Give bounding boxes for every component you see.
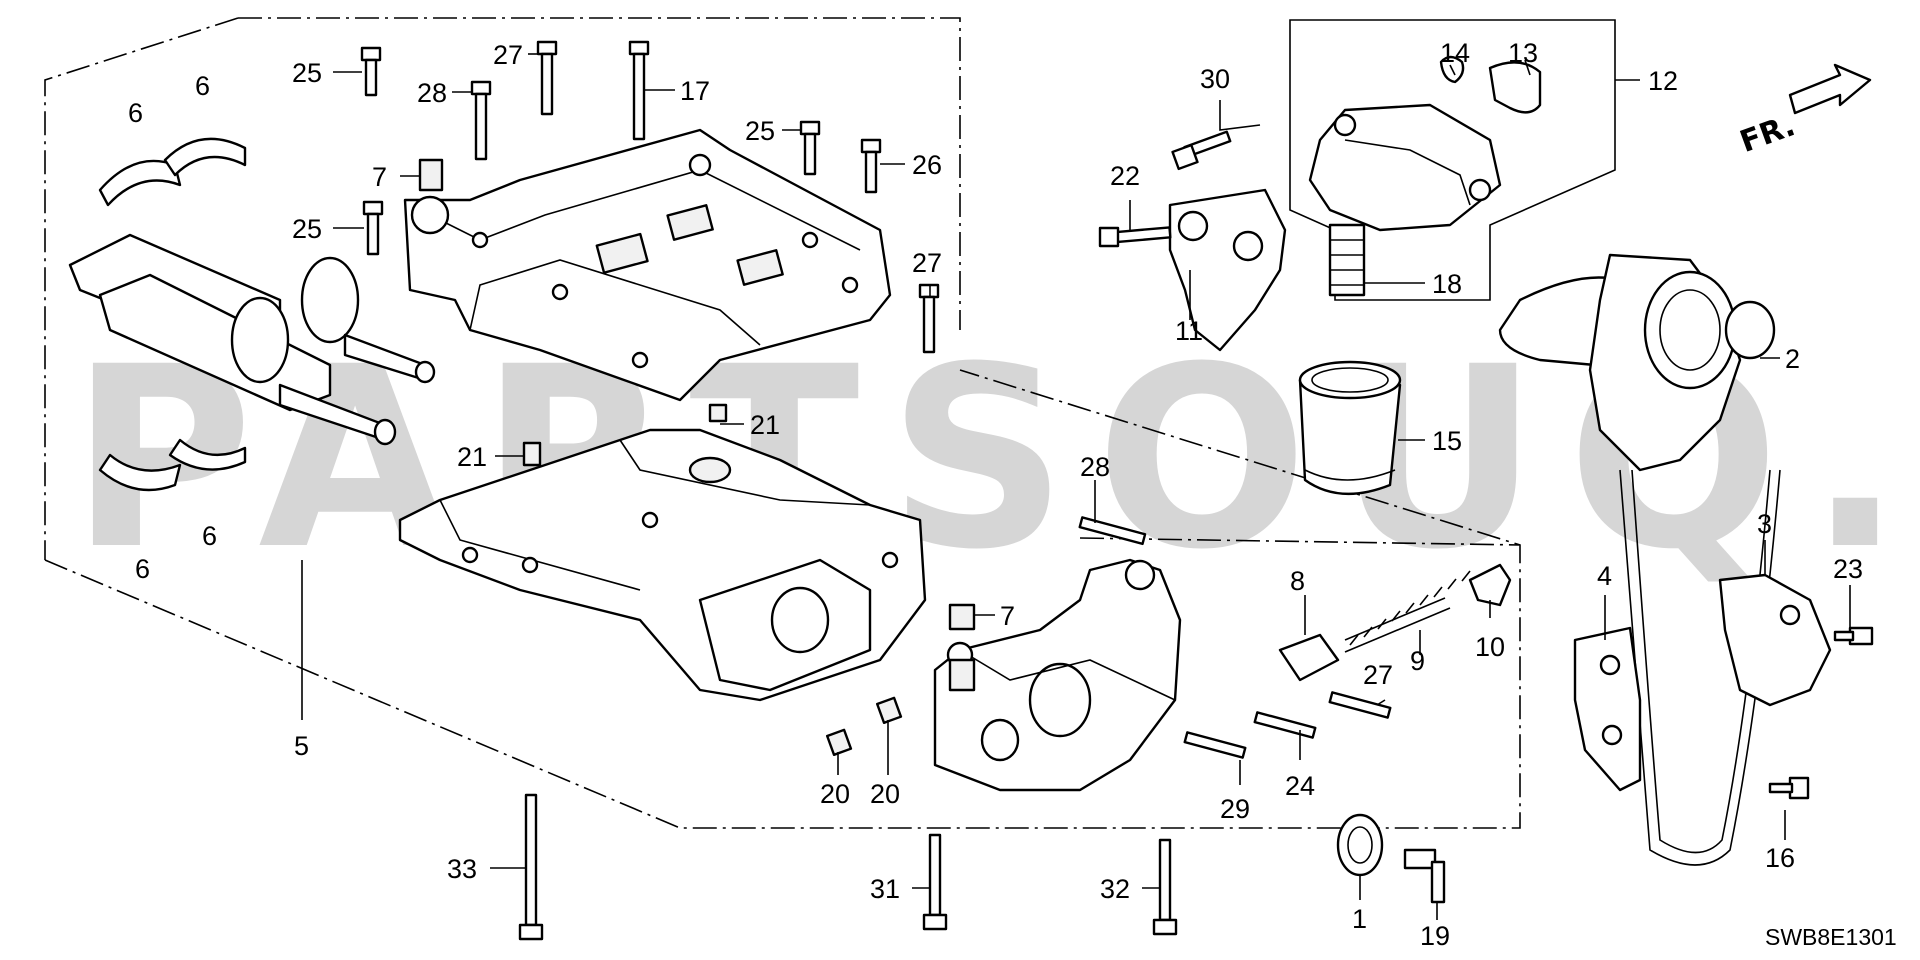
callout-16: 16 xyxy=(1765,843,1795,873)
callout-6: 6 xyxy=(128,98,143,128)
lower-bolts xyxy=(518,516,1392,941)
oil-filter-housing xyxy=(1171,55,1542,232)
callout-22: 22 xyxy=(1110,161,1140,191)
callout-7: 7 xyxy=(1000,601,1015,631)
callout-15: 15 xyxy=(1432,426,1462,456)
callout-23: 23 xyxy=(1833,554,1863,584)
callout-25: 25 xyxy=(292,58,322,88)
callout-4: 4 xyxy=(1597,561,1612,591)
callout-20: 20 xyxy=(870,779,900,809)
callout-28: 28 xyxy=(417,78,447,108)
callout-5: 5 xyxy=(294,731,309,761)
callout-6: 6 xyxy=(195,71,210,101)
callout-32: 32 xyxy=(1100,874,1130,904)
callout-19: 19 xyxy=(1420,921,1450,951)
callout-7: 7 xyxy=(372,162,387,192)
balancer-upper-housing xyxy=(403,128,892,402)
callout-24: 24 xyxy=(1285,771,1315,801)
callout-21: 21 xyxy=(457,442,487,472)
callout-26: 26 xyxy=(912,150,942,180)
callout-11: 11 xyxy=(1175,316,1203,346)
callout-6: 6 xyxy=(202,521,217,551)
callout-27: 27 xyxy=(912,248,942,278)
upper-bolts xyxy=(360,40,940,467)
callout-12: 12 xyxy=(1648,66,1678,96)
front-direction-arrow: FR. xyxy=(1736,63,1872,160)
bracket-12 xyxy=(1289,19,1616,301)
callout-31: 31 xyxy=(870,874,900,904)
oil-filter xyxy=(1298,360,1402,495)
callout-25: 25 xyxy=(292,214,322,244)
callout-17: 17 xyxy=(680,76,710,106)
diagram-code: SWB8E1301 xyxy=(1765,924,1897,950)
pump-gear xyxy=(1336,813,1446,904)
callout-28: 28 xyxy=(1080,452,1110,482)
callout-1: 1 xyxy=(1352,904,1367,934)
callout-3: 3 xyxy=(1757,509,1772,539)
callout-33: 33 xyxy=(447,854,477,884)
callout-10: 10 xyxy=(1475,632,1505,662)
leader-lines xyxy=(301,53,1851,920)
oil-pump xyxy=(933,558,1182,792)
callout-27: 27 xyxy=(1363,660,1393,690)
balancer-shafts xyxy=(68,233,436,446)
bearing-halves xyxy=(98,137,247,492)
callout-14: 14 xyxy=(1440,38,1470,68)
callout-9: 9 xyxy=(1410,646,1425,676)
callout-30: 30 xyxy=(1200,64,1230,94)
callout-29: 29 xyxy=(1220,794,1250,824)
relief-valve xyxy=(1278,563,1512,682)
dowels xyxy=(825,603,976,757)
callout-20: 20 xyxy=(820,779,850,809)
callout-2: 2 xyxy=(1785,344,1800,374)
timing-chain xyxy=(1498,253,1781,866)
chain-guide xyxy=(1573,626,1810,800)
front-label: FR. xyxy=(1736,108,1800,160)
callout-25: 25 xyxy=(745,116,775,146)
chain-tensioner xyxy=(1718,573,1874,707)
callout-18: 18 xyxy=(1432,269,1462,299)
callout-8: 8 xyxy=(1290,566,1305,596)
callout-21: 21 xyxy=(750,410,780,440)
bracket xyxy=(1098,188,1287,352)
callout-13: 13 xyxy=(1508,38,1538,68)
callout-labels: 25 27 17 28 6 6 7 25 26 25 27 21 21 6 6 … xyxy=(128,38,1863,951)
callout-27: 27 xyxy=(493,40,523,70)
balancer-lower-housing xyxy=(398,428,927,702)
callout-6: 6 xyxy=(135,554,150,584)
connector xyxy=(1328,223,1366,297)
